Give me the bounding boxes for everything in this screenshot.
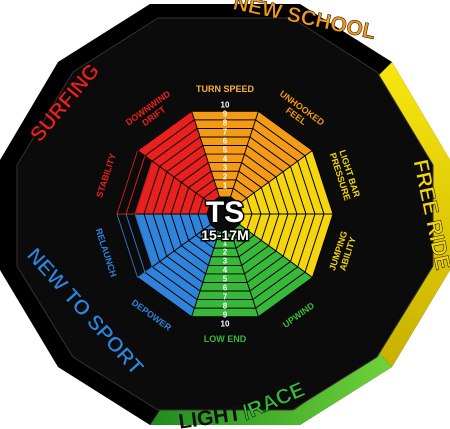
scale-label-down: 10 <box>221 320 230 329</box>
scale-label-down: 4 <box>223 266 228 275</box>
scale-label-up: 9 <box>223 110 228 119</box>
scale-label-up: 4 <box>223 155 228 164</box>
scale-label-down: 8 <box>223 302 228 311</box>
segment-label: LOW END <box>204 334 247 344</box>
scale-label-down: 7 <box>223 293 228 302</box>
center-title: TS <box>206 196 244 229</box>
segment-band <box>136 110 195 157</box>
scale-label-up: 5 <box>223 146 228 155</box>
inner-frame <box>16 17 434 411</box>
center-hub: TS 15-17M <box>200 195 250 245</box>
segment-label: TURN SPEED <box>196 84 255 94</box>
scale-label-up: 2 <box>223 173 228 182</box>
scale-label-up: 3 <box>223 164 228 173</box>
scale-label-up: 7 <box>223 128 228 137</box>
scale-label-down: 6 <box>223 284 228 293</box>
scale-label-down: 3 <box>223 257 228 266</box>
scale-label-up: 10 <box>221 101 230 110</box>
scale-label-down: 5 <box>223 275 228 284</box>
center-subtitle: 15-17M <box>201 227 248 243</box>
scale-label-up: 8 <box>223 119 228 128</box>
scale-label-up: 1 <box>223 182 228 191</box>
rating-segments <box>116 110 334 318</box>
scale-label-down: 1 <box>223 239 228 248</box>
scale-label-up: 6 <box>223 137 228 146</box>
free-ride-band <box>378 62 450 367</box>
scale-label-down: 2 <box>223 248 228 257</box>
scale-label-down: 9 <box>223 311 228 320</box>
